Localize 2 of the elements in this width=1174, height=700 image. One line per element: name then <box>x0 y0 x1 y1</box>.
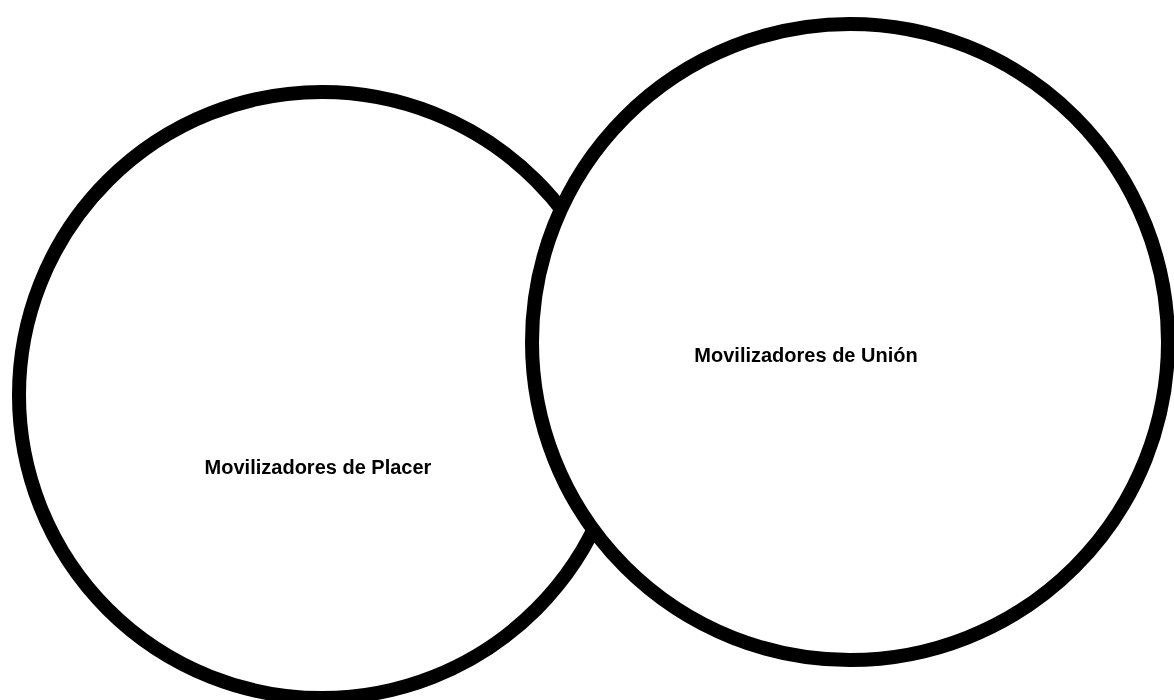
circle-label: Movilizadores de Placer <box>204 455 432 479</box>
circle-label: Movilizadores de Unión <box>694 343 918 367</box>
